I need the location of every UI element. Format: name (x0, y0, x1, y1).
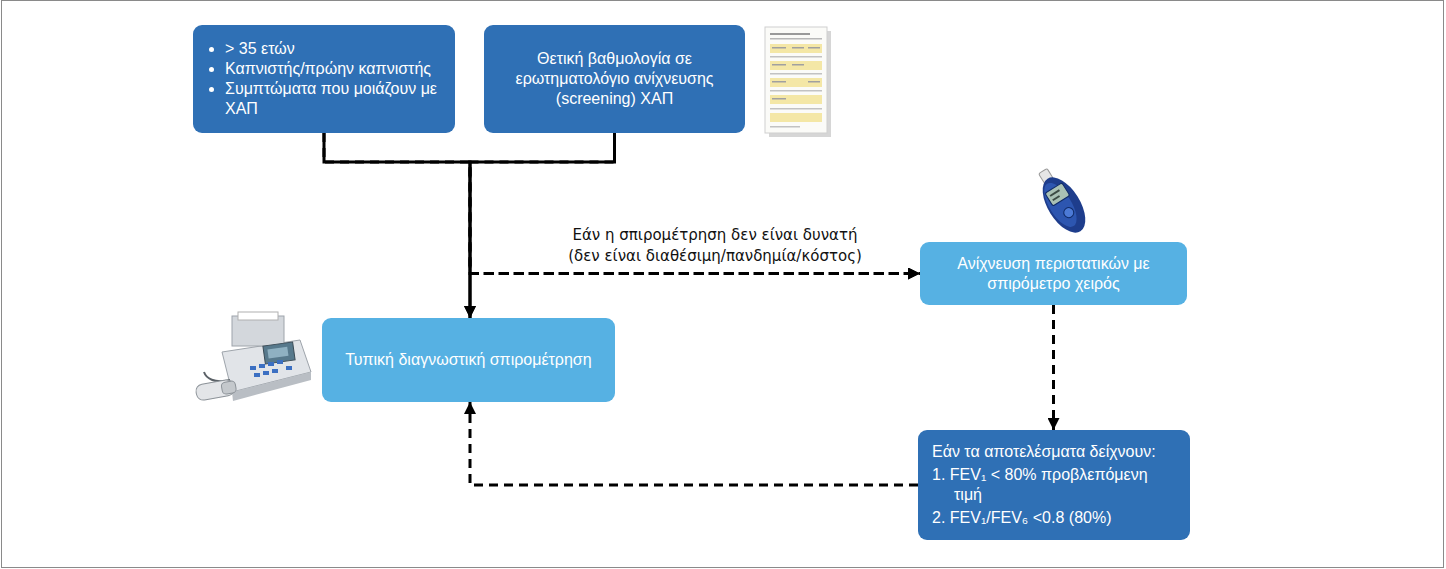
desktop-spirometer-icon-part (267, 347, 288, 359)
questionnaire-icon-part (792, 64, 804, 66)
edge-label: Εάν η σπιρομέτρηση δεν είναι δυνατή (δεν… (562, 225, 868, 266)
questionnaire-icon-part (772, 81, 786, 83)
box-text: 1. FEV₁ < 80% προβλεπόμενη τιμή (932, 465, 1176, 505)
process-box: > 35 ετώνΚαπνιστής/πρώην καπνιστήςΣυμπτώ… (193, 25, 455, 133)
questionnaire-icon-part (808, 81, 820, 83)
desktop-spirometer-icon-part (263, 371, 269, 375)
questionnaire-icon (765, 27, 831, 137)
handheld-spirometer-icon-part (1045, 183, 1070, 206)
questionnaire-icon-part (808, 47, 820, 49)
questionnaire-icon-part (772, 47, 786, 49)
process-box: Θετική βαθμολογία σε ερωτηματολόγιο ανίχ… (484, 25, 745, 133)
box-content: Εάν τα αποτελέσματα δείχνουν: 1. FEV₁ < 8… (932, 442, 1176, 528)
box-text: Εάν τα αποτελέσματα δείχνουν: (932, 442, 1176, 462)
questionnaire-icon-part (769, 31, 831, 137)
handheld-spirometer-icon-part (1034, 170, 1094, 240)
questionnaire-icon-part (770, 44, 822, 53)
box-text: 2. FEV₁/FEV₆ <0.8 (80%) (932, 508, 1176, 528)
connector (470, 133, 920, 274)
box-text: Ανίχνευση περιστατικών με σπιρόμετρο χει… (934, 254, 1173, 294)
bullet-item: > 35 ετών (225, 39, 441, 59)
handheld-spirometer-icon-part (1052, 195, 1060, 201)
questionnaire-icon-part (792, 47, 804, 49)
desktop-spirometer-icon-part (263, 342, 295, 364)
questionnaire-icon-part (770, 61, 822, 70)
desktop-spirometer-icon-part (250, 366, 256, 370)
questionnaire-icon-part (772, 64, 786, 66)
box-text: Θετική βαθμολογία σε ερωτηματολόγιο ανίχ… (498, 49, 731, 109)
handheld-spirometer-icon (1029, 163, 1094, 240)
questionnaire-icon-part (770, 38, 822, 40)
desktop-spirometer-icon (195, 312, 311, 401)
box-content: Ανίχνευση περιστατικών με σπιρόμετρο χει… (934, 254, 1173, 294)
desktop-spirometer-icon-part (254, 373, 260, 377)
box-content: Τυπική διαγνωστική σπιρομέτρηση (336, 350, 601, 370)
desktop-spirometer-icon-part (286, 366, 292, 370)
questionnaire-icon-part (770, 56, 822, 58)
questionnaire-icon-part (772, 98, 786, 100)
questionnaire-icon-part (765, 27, 827, 133)
handheld-spirometer-icon-part (1062, 206, 1076, 220)
questionnaire-icon-part (770, 108, 822, 110)
desktop-spirometer-icon-part (272, 369, 278, 373)
desktop-spirometer-icon-part (232, 372, 311, 401)
desktop-spirometer-icon-part (259, 364, 265, 368)
desktop-spirometer-icon-part (221, 380, 237, 394)
questionnaire-icon-part (770, 126, 800, 128)
handheld-spirometer-icon-part (1038, 178, 1083, 232)
box-content: > 35 ετώνΚαπνιστής/πρώην καπνιστήςΣυμπτώ… (207, 39, 441, 119)
bullet-item: Καπνιστής/πρώην καπνιστής (225, 59, 441, 79)
desktop-spirometer-icon-part (268, 362, 274, 366)
questionnaire-icon-part (770, 90, 822, 92)
questionnaire-icon-part (770, 78, 822, 87)
questionnaire-icon-part (770, 73, 822, 75)
connector (470, 402, 918, 485)
process-box: Τυπική διαγνωστική σπιρομέτρηση (322, 318, 615, 402)
connector (1052, 305, 1055, 430)
desktop-spirometer-icon-part (238, 312, 278, 320)
questionnaire-icon-part (770, 113, 822, 122)
box-text: Τυπική διαγνωστική σπιρομέτρηση (336, 350, 601, 370)
questionnaire-icon-part (770, 95, 822, 104)
process-box: Εάν τα αποτελέσματα δείχνουν: 1. FEV₁ < 8… (918, 430, 1190, 540)
connector (324, 133, 920, 274)
process-box: Ανίχνευση περιστατικών με σπιρόμετρο χει… (920, 242, 1187, 305)
bullet-list: > 35 ετώνΚαπνιστής/πρώην καπνιστήςΣυμπτώ… (207, 39, 441, 119)
desktop-spirometer-icon-part (277, 360, 283, 364)
box-content: Θετική βαθμολογία σε ερωτηματολόγιο ανίχ… (498, 49, 731, 109)
questionnaire-icon-part (770, 33, 810, 35)
bullet-item: Συμπτώματα που μοιάζουν με ΧΑΠ (225, 79, 441, 119)
